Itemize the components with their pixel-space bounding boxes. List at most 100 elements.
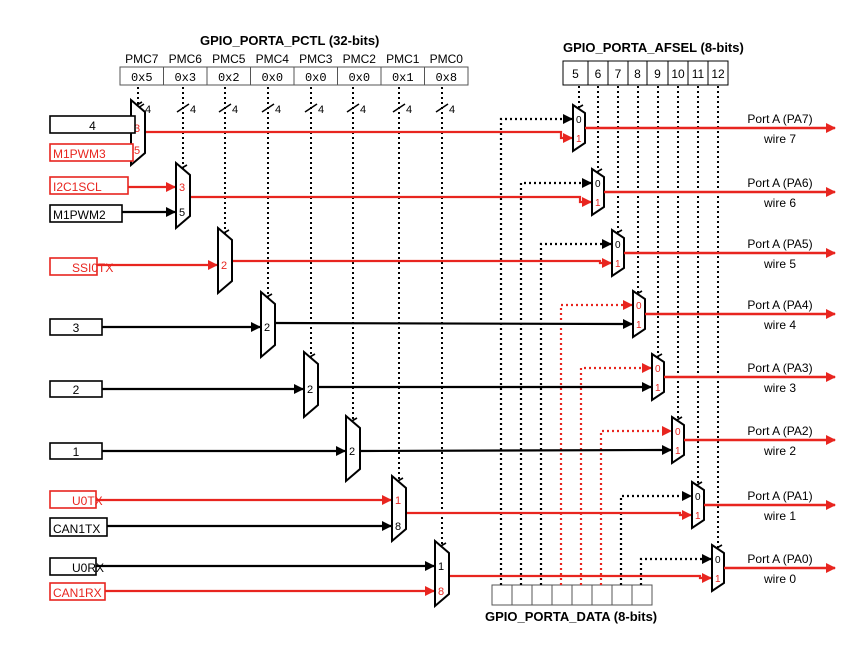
port-label: Port A (PA4) — [747, 298, 812, 312]
input-box — [49, 143, 134, 162]
input-label: CAN1RX — [53, 586, 102, 600]
mux-input-label: 0 — [715, 555, 721, 566]
bus-width-label: 4 — [275, 104, 281, 116]
mux-input-label: 5 — [134, 145, 140, 157]
input-label: M1PWM3 — [53, 147, 106, 161]
wire-label: wire 0 — [763, 572, 796, 586]
input-box — [49, 115, 136, 134]
pctl-cell-value: 0x3 — [174, 71, 196, 85]
mux-input-label: 8 — [395, 521, 401, 533]
pctl-mux — [391, 473, 407, 544]
afsel-mux — [671, 415, 685, 465]
mux-input-label: 1 — [655, 383, 661, 394]
input-signals: 4M1PWM3I2C1SCLM1PWM2SSI0TX321U0TXCAN1TXU… — [49, 115, 136, 601]
bus-width-label: 4 — [449, 104, 455, 116]
mux-input-label: 2 — [221, 260, 227, 272]
pctl-cell-value: 0x2 — [218, 71, 240, 85]
bus-slash — [261, 103, 275, 113]
bus-width-label: 4 — [145, 104, 151, 116]
data-register-cell — [511, 584, 533, 606]
afsel-bit-label: 6 — [595, 67, 602, 81]
data-register-line — [639, 554, 712, 585]
pmc-label: PMC4 — [256, 52, 290, 66]
afsel-cell — [562, 60, 589, 86]
pctl-cell-value: 0x8 — [435, 71, 457, 85]
input-box — [49, 582, 106, 601]
pctl-cell-value: 0x0 — [261, 71, 283, 85]
mux-input-label: 8 — [438, 586, 444, 598]
input-box — [49, 380, 103, 398]
pctl-cell-value: 0x0 — [348, 71, 370, 85]
pctl-cell-value: 0x1 — [392, 71, 414, 85]
pctl-mux — [345, 413, 361, 484]
afsel-mux — [691, 480, 705, 530]
input-box — [49, 204, 123, 223]
pctl-cell-value: 0x0 — [305, 71, 327, 85]
afsel-mux — [611, 228, 625, 278]
afsel-bit-label: 10 — [671, 67, 685, 81]
pctl-mux — [217, 225, 233, 296]
input-box — [49, 517, 108, 537]
data-register-cell — [551, 584, 573, 606]
afsel-mux — [572, 103, 586, 153]
mux-input-label: 1 — [715, 574, 721, 585]
pmc-label: PMC2 — [343, 52, 377, 66]
afsel-bit-label: 5 — [572, 67, 579, 81]
input-box — [49, 318, 103, 336]
data-register-line — [559, 300, 633, 585]
input-box — [49, 176, 129, 195]
data-register-cell — [491, 584, 513, 606]
afsel-bit-label: 11 — [692, 67, 705, 81]
mux-input-label: 2 — [349, 446, 355, 458]
pmc-label: PMC6 — [169, 52, 203, 66]
data-register-line — [579, 363, 652, 585]
data-register-line — [519, 178, 592, 585]
wire-label: wire 4 — [763, 318, 796, 332]
mux-input-label: 1 — [675, 446, 681, 457]
input-label: M1PWM2 — [53, 208, 106, 222]
afsel-mux — [632, 289, 646, 339]
input-label: I2C1SCL — [53, 180, 102, 194]
data-register-line — [499, 114, 573, 585]
port-label: Port A (PA0) — [747, 552, 812, 566]
mux-input-label: 0 — [675, 427, 681, 438]
mux-input-label: 0 — [615, 240, 621, 251]
data-register-cell — [631, 584, 653, 606]
port-label: Port A (PA6) — [747, 176, 812, 190]
port-label: Port A (PA7) — [747, 112, 812, 126]
afsel-bit-label: 7 — [615, 67, 622, 81]
data-register-line — [539, 239, 612, 585]
port-label: Port A (PA2) — [747, 424, 812, 438]
pctl-register-title: GPIO_PORTA_PCTL (32-bits) — [200, 33, 379, 48]
data-register-cell — [591, 584, 613, 606]
bus-width-label: 4 — [232, 104, 238, 116]
bus-slash — [346, 103, 360, 113]
input-label: U0TX — [72, 494, 103, 508]
mux-input-label: 1 — [576, 134, 582, 145]
wire-label: wire 3 — [763, 381, 796, 395]
afsel-mux — [591, 167, 605, 217]
pctl-cell — [424, 66, 469, 86]
bus-width-label: 4 — [190, 104, 196, 116]
input-label: SSI0TX — [72, 261, 113, 275]
data-register-cell — [531, 584, 553, 606]
input-box — [49, 557, 97, 576]
input-label: 4 — [89, 119, 96, 133]
port-label: Port A (PA1) — [747, 489, 812, 503]
mux-input-label: 0 — [576, 115, 582, 126]
mux-input-label: 0 — [655, 364, 661, 375]
input-label: 2 — [73, 383, 80, 397]
bus-width-label: 4 — [318, 104, 324, 116]
mux-input-label: 0 — [636, 301, 642, 312]
pmc-label: PMC5 — [212, 52, 246, 66]
bus-width-label: 4 — [360, 104, 366, 116]
data-register — [491, 584, 653, 606]
mux-input-label: 0 — [595, 179, 601, 190]
pctl-mux-output-wire — [145, 130, 573, 143]
pctl-cell-value: 0x5 — [131, 71, 153, 85]
port-label: Port A (PA3) — [747, 361, 812, 375]
pmc-label: PMC0 — [430, 52, 464, 66]
